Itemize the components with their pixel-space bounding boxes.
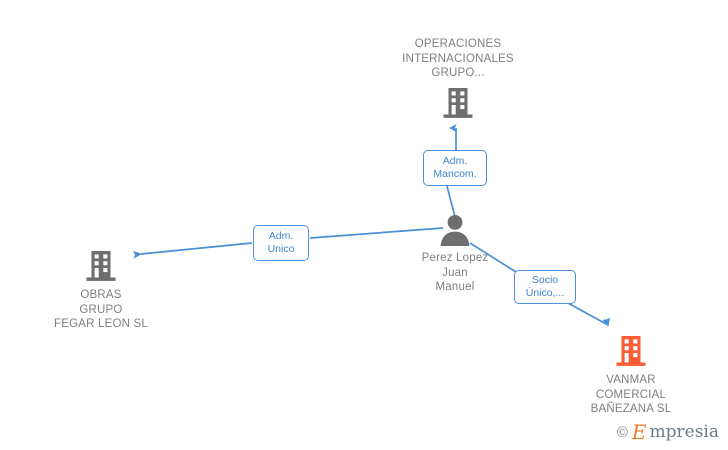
graph-node-label: VANMAR COMERCIAL BAÑEZANA SL — [590, 374, 672, 415]
graph-node-label: OPERACIONES INTERNACIONALES GRUPO... — [402, 38, 514, 79]
copyright-icon: © — [616, 423, 628, 441]
graph-node-label: Perez Lopez Juan Manuel — [421, 252, 489, 293]
relation-label-text: Adm. Unico — [267, 230, 295, 255]
graph-node-company-obras[interactable]: OBRAS GRUPO FEGAR LEON SL — [26, 248, 176, 332]
edge-socio-unico-to-vanmar — [565, 301, 610, 327]
graph-node-company-vanmar[interactable]: VANMAR COMERCIAL BAÑEZANA SL — [556, 333, 706, 417]
building-icon — [442, 85, 474, 121]
building-icon — [85, 248, 117, 284]
brand-initial: E — [631, 420, 647, 444]
relation-label-adm-unico[interactable]: Adm. Unico — [253, 225, 309, 261]
brand-name: mpresia — [649, 421, 720, 442]
building-icon — [615, 333, 647, 369]
graph-node-company-operaciones[interactable]: OPERACIONES INTERNACIONALES GRUPO... — [383, 33, 533, 121]
relation-label-adm-mancom[interactable]: Adm. Mancom. — [423, 150, 487, 186]
graph-node-person-perez-lopez[interactable]: Perez Lopez Juan Manuel — [380, 213, 530, 295]
relation-label-text: Socio Único,... — [525, 274, 565, 299]
graph-node-label: OBRAS GRUPO FEGAR LEON SL — [54, 289, 148, 330]
person-icon — [438, 213, 472, 247]
relation-label-text: Adm. Mancom. — [433, 155, 477, 180]
relation-label-socio-unico[interactable]: Socio Único,... — [514, 270, 576, 304]
empresia-watermark: © E mpresia — [617, 422, 719, 442]
